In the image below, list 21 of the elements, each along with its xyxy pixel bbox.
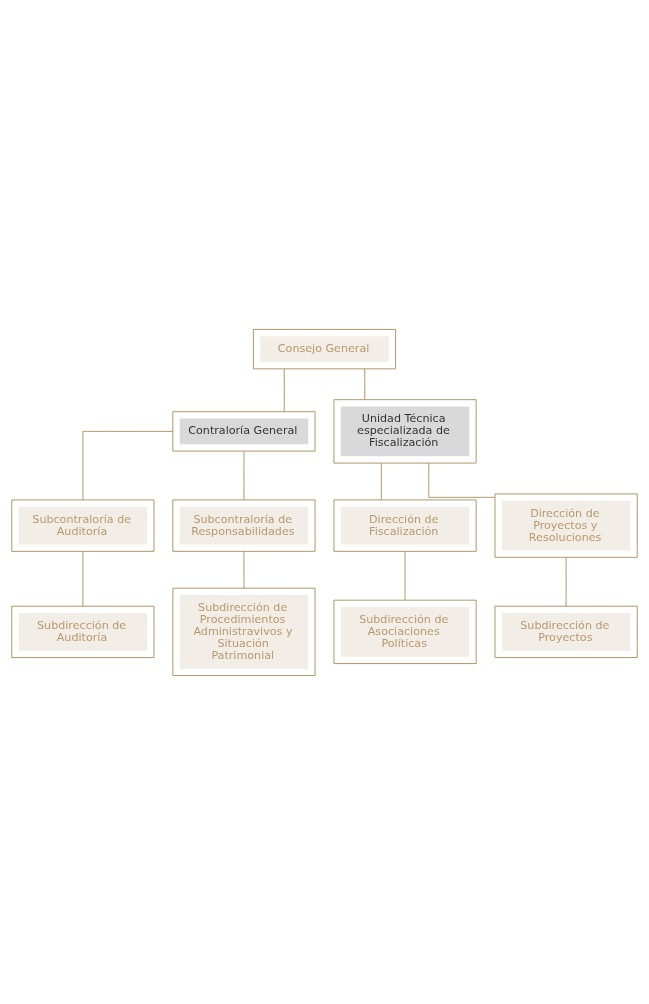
connector: [404, 550, 406, 600]
node-box: Subcontraloría de Responsabilidades: [172, 499, 316, 552]
connector: [364, 368, 366, 400]
node-box: Dirección de Proyectos y Resoluciones: [494, 493, 638, 558]
connector: [82, 550, 84, 606]
connector: [565, 556, 567, 606]
connector: [243, 450, 245, 500]
connector: [243, 550, 245, 589]
connector: [283, 368, 285, 412]
node-box: Subdirección de Proyectos: [494, 605, 638, 658]
node-box: Subdirección de Asociaciones Políticas: [333, 599, 477, 664]
connector: [380, 462, 382, 500]
connector: [428, 462, 496, 498]
node-box: Subcontraloría de Auditoría: [11, 499, 155, 552]
node-box: Subdirección de Procedimientos Administravivos y Situación Patrimonial: [172, 587, 316, 676]
node-box: Contraloría General: [172, 410, 316, 451]
node-box: Dirección de Fiscalización: [333, 499, 477, 552]
node-box: Consejo General: [252, 328, 397, 369]
connector: [82, 430, 174, 500]
node-box: Unidad Técnica especializada de Fiscalización: [333, 398, 477, 463]
node-box: Subdirección de Auditoría: [11, 605, 155, 658]
